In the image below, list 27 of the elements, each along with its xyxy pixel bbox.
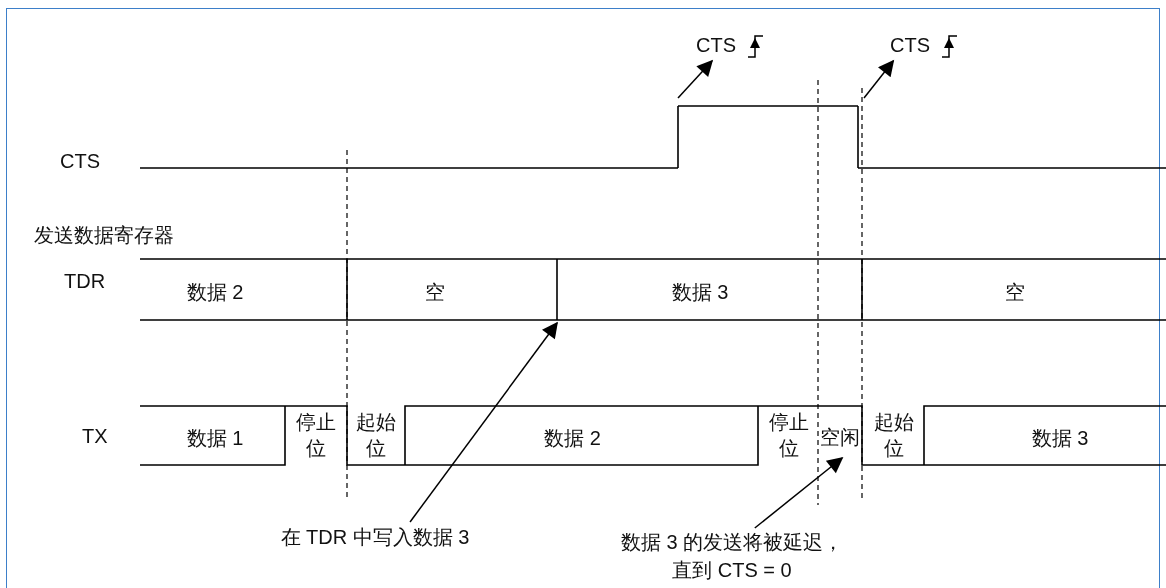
- signal-label: CTS: [890, 33, 930, 58]
- waveform-segment-label: 空: [950, 276, 1080, 308]
- waveform-segment-label: 数据 2: [500, 420, 645, 456]
- signal-label: CTS: [696, 33, 736, 58]
- waveform-segment-label: 空: [380, 276, 490, 308]
- waveform-segment-label: 空闲: [819, 420, 861, 454]
- waveform-segment-label: 数据 1: [150, 420, 280, 456]
- arrow: [754, 457, 844, 529]
- signal-edge-line: [857, 105, 859, 169]
- arrow: [677, 59, 714, 99]
- waveform-segment-label: 起始位: [865, 406, 922, 464]
- waveform-segment-label: 数据 2: [150, 276, 280, 308]
- signal-label: CTS: [60, 150, 100, 173]
- waveform-segment-label: 起始位: [349, 406, 403, 464]
- signal-label: TX: [82, 425, 108, 448]
- transition-line: [556, 258, 558, 321]
- arrow: [409, 321, 558, 523]
- annotation-text: 在 TDR 中写入数据 3: [255, 522, 495, 552]
- annotation-text: 数据 3 的发送将被延迟，直到 CTS = 0: [618, 528, 846, 584]
- arrow: [863, 59, 895, 99]
- signal-edge-line: [677, 105, 679, 169]
- signal-label: TDR: [64, 270, 106, 293]
- waveform-segment-label: 停止位: [761, 406, 817, 464]
- waveform-segment-label: 停止位: [288, 406, 344, 464]
- waveform-segment-label: 数据 3: [620, 276, 780, 308]
- waveform-segment-label: 数据 3: [990, 420, 1130, 456]
- register-label: 发送数据寄存器: [34, 223, 174, 248]
